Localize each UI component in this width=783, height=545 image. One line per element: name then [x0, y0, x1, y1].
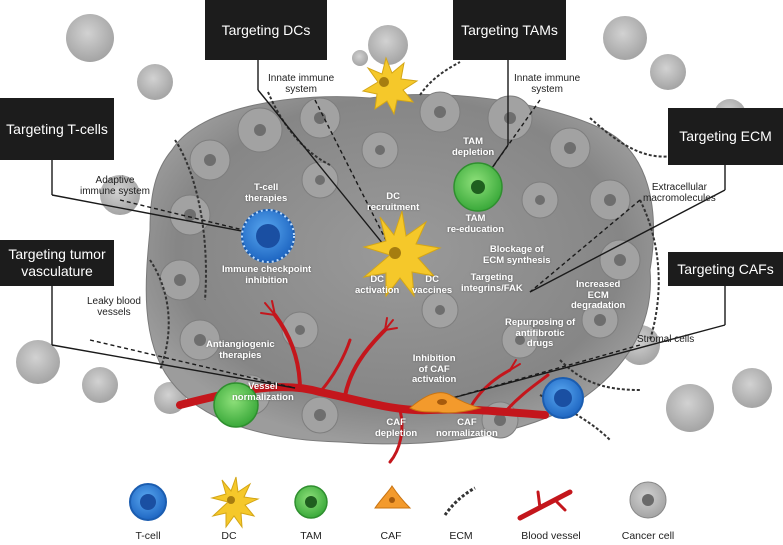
adaptive-immune-label: Adaptive immune system — [80, 175, 151, 197]
cancer-cell-icon — [16, 340, 60, 384]
legend-label-blood-vessel: Blood vessel — [521, 530, 581, 542]
legend-caf-icon — [374, 485, 412, 509]
dc-cell-center — [362, 210, 442, 298]
cancer-cell-icon — [650, 54, 686, 90]
antiangiogenic-therapies-label: Antiangiogenic therapies — [206, 339, 275, 361]
dc-recruitment-label: DC recruitment — [367, 191, 420, 213]
vessel-normalization-label: Vessel normalization — [232, 381, 294, 403]
tam-reeducation-label: TAM re-education — [447, 213, 505, 235]
legend-blood-vessel-icon — [517, 489, 573, 521]
legend-tam-icon — [294, 485, 328, 519]
extracellular-label: Extracellular macromolecules — [643, 182, 716, 204]
t-cell-right — [542, 377, 584, 419]
legend-ecm-icon — [443, 486, 476, 516]
targeting-tams-box: Targeting TAMs — [453, 0, 566, 60]
blockage-ecm-label: Blockage of ECM synthesis — [483, 244, 551, 266]
legend-label-t-cell: T-cell — [135, 530, 161, 542]
tam-cell-center — [453, 162, 503, 212]
dc-vaccines-label: DC vaccines — [412, 274, 453, 296]
tam-depletion-label: TAM depletion — [452, 136, 495, 158]
legend-label-cancer-cell: Cancer cell — [621, 530, 675, 542]
cancer-cell-icon — [82, 367, 118, 403]
checkpoint-inhibition-label: Immune checkpoint inhibition — [222, 264, 312, 286]
legend-t-cell-icon — [129, 483, 167, 521]
cancer-cell-icon — [666, 384, 714, 432]
leaky-vessels-label: Leaky blood vessels — [87, 296, 141, 318]
targeting-cafs-box: Targeting CAFs — [668, 252, 783, 286]
targeting-vasculature-box: Targeting tumor vasculature — [0, 240, 114, 286]
legend-label-ecm: ECM — [449, 530, 473, 542]
legend-dc-icon — [210, 476, 260, 529]
legend-label-caf: CAF — [380, 530, 402, 542]
tcell-therapies-label: T-cell therapies — [245, 182, 288, 204]
targeting-dcs-box: Targeting DCs — [205, 0, 327, 60]
caf-inhibition-label: Inhibition of CAF activation — [412, 353, 457, 385]
legend-icons — [129, 476, 667, 529]
legend-label-dc: DC — [221, 530, 237, 542]
cancer-cell-icon — [368, 25, 408, 65]
stromal-cells-label: Stromal cells — [637, 334, 695, 345]
cancer-cell-icon — [66, 14, 114, 62]
innate-immune-dc-label: Innate immune system — [268, 73, 335, 95]
targeting-vasculature-line2: vasculature — [21, 263, 93, 279]
caf-depletion-label: CAF depletion — [375, 417, 418, 439]
innate-immune-tam-label: Innate immune system — [514, 73, 581, 95]
t-cell-center — [241, 209, 295, 263]
dc-activation-label: DC activation — [355, 274, 400, 296]
repurposing-antifibrotic-label: Repurposing of antifibrotic drugs — [505, 317, 576, 349]
cancer-cell-icon — [100, 175, 140, 215]
cancer-cell-icon — [732, 368, 772, 408]
tam-cell-left — [213, 382, 259, 428]
targeting-tcells-box: Targeting T-cells — [0, 98, 114, 160]
targeting-vasculature-line1: Targeting tumor — [8, 246, 106, 262]
increased-ecm-degradation-label: Increased ECM degradation — [571, 279, 626, 311]
legend-label-tam: TAM — [300, 530, 322, 542]
legend-cancer-cell-icon — [629, 481, 667, 519]
targeting-ecm-box: Targeting ECM — [668, 108, 783, 165]
cancer-cell-icon — [352, 50, 368, 66]
cancer-cell-icon — [603, 16, 647, 60]
caf-normalization-label: CAF normalization — [436, 417, 498, 439]
targeting-integrins-label: Targeting integrins/FAK — [461, 272, 523, 294]
dc-cell-top — [361, 56, 419, 116]
cancer-cell-icon — [137, 64, 173, 100]
caf-cell-center — [409, 392, 482, 414]
